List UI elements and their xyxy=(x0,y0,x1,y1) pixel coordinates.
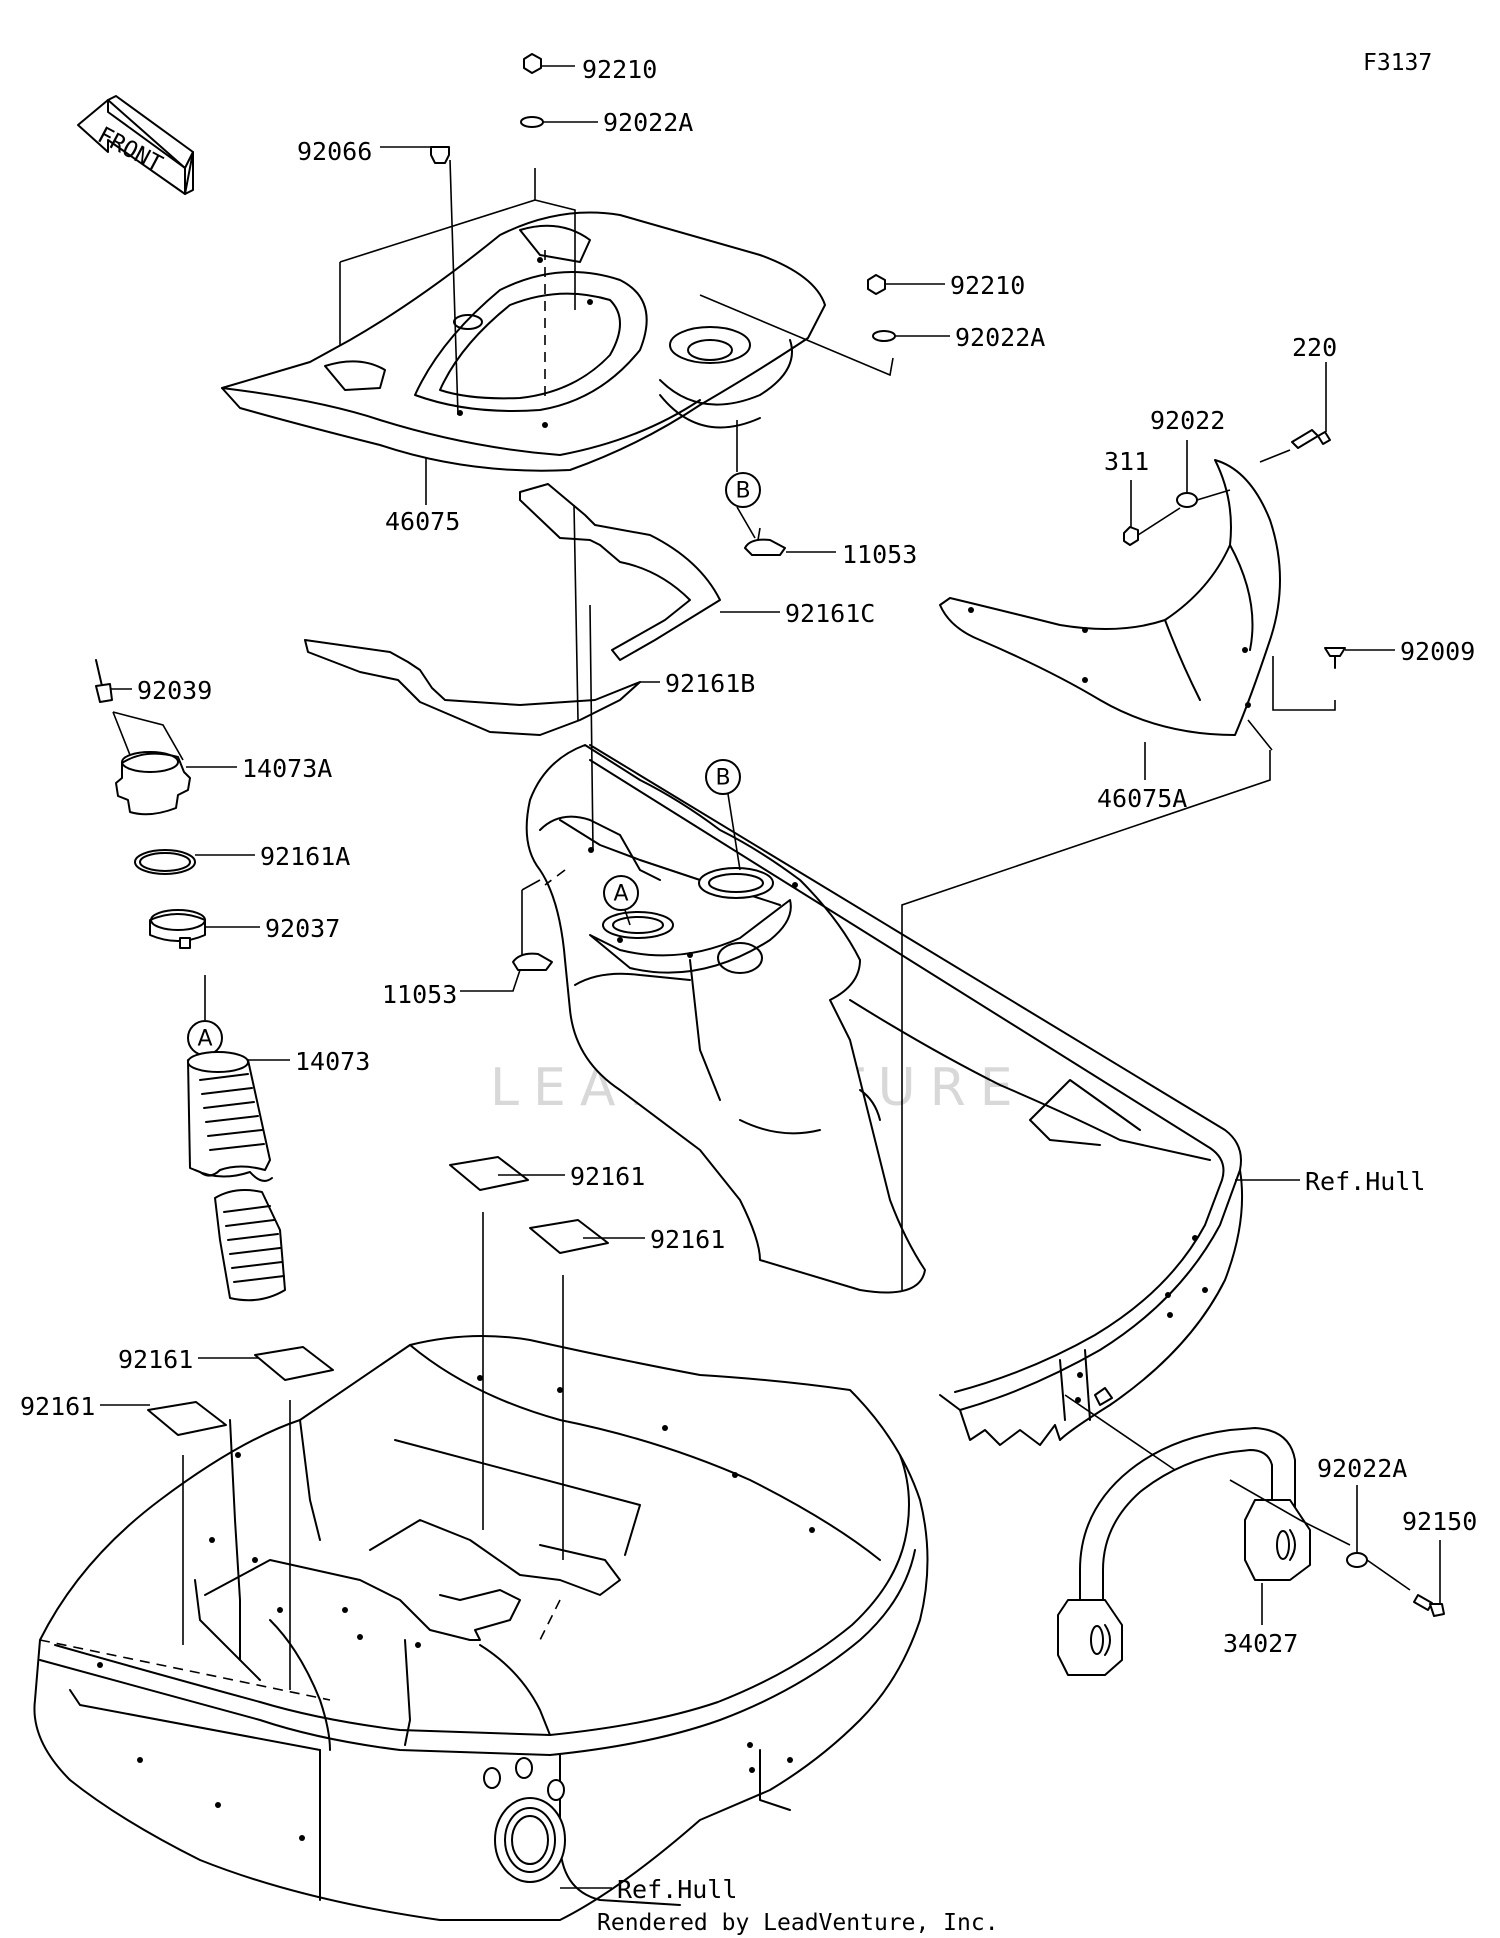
hull-lower xyxy=(33,1335,929,1921)
label-92066: 92066 xyxy=(297,137,372,166)
footer-credit: Rendered by LeadVenture, Inc. xyxy=(597,1910,999,1936)
pin-92039 xyxy=(95,659,132,703)
ref-marker-b-mid: B xyxy=(705,759,741,871)
washer-92022a-right xyxy=(872,330,950,342)
leader-tray-bracket xyxy=(339,168,576,345)
nut-92210-top xyxy=(523,53,575,74)
label-14073a: 14073A xyxy=(242,754,332,783)
label-92161-2: 92161 xyxy=(650,1225,725,1254)
front-arrow-icon: FRONT xyxy=(77,95,194,195)
pad-92161-2 xyxy=(529,1219,645,1560)
clip-11053-mid xyxy=(460,879,553,992)
label-92161-4: 92161 xyxy=(20,1392,95,1421)
nut-92210-right xyxy=(867,274,945,295)
seat-tray-46075 xyxy=(221,211,826,472)
label-11053-top: 11053 xyxy=(842,540,917,569)
leader-46075a-right xyxy=(1247,656,1336,751)
label-92150: 92150 xyxy=(1402,1507,1477,1536)
pad-92161-1 xyxy=(449,1156,565,1530)
label-92161a: 92161A xyxy=(260,842,350,871)
clip-11053-top xyxy=(744,527,836,556)
bolt-92066 xyxy=(380,146,450,164)
oring-92161a xyxy=(134,849,255,875)
fitting-14073a xyxy=(115,751,237,816)
svg-text:A: A xyxy=(197,1027,212,1052)
cover-46075a xyxy=(939,459,1281,736)
label-92161-1: 92161 xyxy=(570,1162,645,1191)
svg-text:B: B xyxy=(735,479,750,504)
ref-marker-a-left: A xyxy=(187,975,223,1076)
label-34027: 34027 xyxy=(1223,1629,1298,1658)
label-92022a-top: 92022A xyxy=(603,108,693,137)
handle-34027 xyxy=(1057,1427,1311,1676)
figure-code: F3137 xyxy=(1363,50,1432,76)
gasket-92161c xyxy=(519,483,780,661)
screw-92009 xyxy=(1324,647,1395,669)
label-14073: 14073 xyxy=(295,1047,370,1076)
label-refhull-bottom: Ref.Hull xyxy=(617,1875,737,1904)
label-220: 220 xyxy=(1292,333,1337,362)
ref-marker-a-mid: A xyxy=(603,875,639,926)
label-92039: 92039 xyxy=(137,676,212,705)
leader-tray-to-gasket xyxy=(573,504,579,721)
clamp-92037 xyxy=(149,909,260,949)
leader-14073a-top xyxy=(112,711,184,761)
label-92161c: 92161C xyxy=(785,599,875,628)
washer-92022 xyxy=(1176,440,1231,508)
washer-92022a-top xyxy=(520,116,598,128)
hose-14073 xyxy=(187,1051,290,1302)
label-92210-top: 92210 xyxy=(582,55,657,84)
svg-text:B: B xyxy=(715,766,730,791)
leader-tray-right xyxy=(699,294,894,377)
label-92022: 92022 xyxy=(1150,406,1225,435)
label-46075a: 46075A xyxy=(1097,784,1187,813)
label-92022a-bottom: 92022A xyxy=(1317,1454,1407,1483)
nut-311 xyxy=(1123,480,1181,546)
leader-92066 xyxy=(449,159,459,416)
ref-marker-b-top: B xyxy=(725,420,761,539)
gasket-92161b xyxy=(304,639,660,736)
leader-handle-to-hull xyxy=(1064,1394,1351,1546)
label-92210-right: 92210 xyxy=(950,271,1025,300)
label-refhull-right: Ref.Hull xyxy=(1305,1167,1425,1196)
label-92161b: 92161B xyxy=(665,669,755,698)
bolt-92150 xyxy=(1413,1540,1445,1617)
label-46075: 46075 xyxy=(385,507,460,536)
leader-gasket-down xyxy=(589,604,594,851)
washer-92022a-bottom xyxy=(1346,1485,1411,1591)
label-92022a-right: 92022A xyxy=(955,323,1045,352)
dash-tank-a xyxy=(544,869,566,886)
pad-92161-3 xyxy=(198,1346,334,1690)
svg-text:A: A xyxy=(613,882,628,907)
label-92161-3: 92161 xyxy=(118,1345,193,1374)
label-92009: 92009 xyxy=(1400,637,1475,666)
label-311: 311 xyxy=(1104,447,1149,476)
bolt-220 xyxy=(1259,362,1331,463)
label-11053-mid: 11053 xyxy=(382,980,457,1009)
label-92037: 92037 xyxy=(265,914,340,943)
pad-92161-4 xyxy=(100,1401,227,1645)
leader-cover-to-hull xyxy=(901,750,1271,1290)
hull-rail-right xyxy=(589,744,1244,1446)
